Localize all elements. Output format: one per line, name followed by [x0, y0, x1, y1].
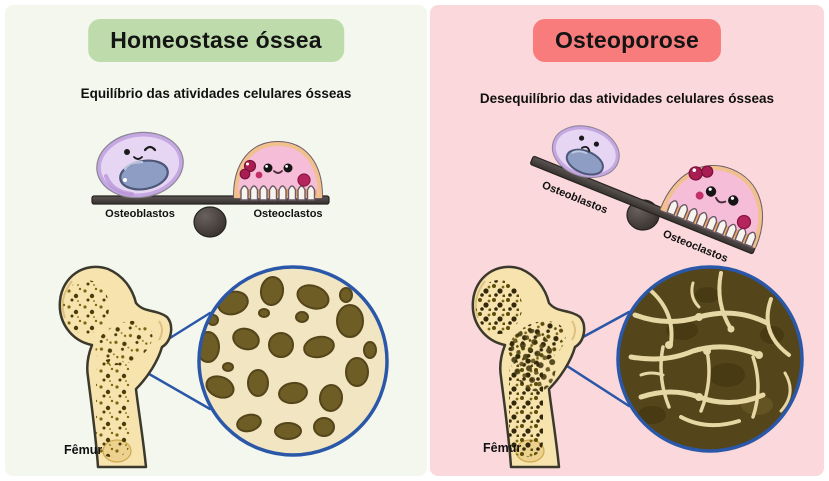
osteoclast-illustration-large — [660, 165, 763, 249]
osteoclast-illustration — [233, 141, 323, 201]
osteoclast-ruffled-border — [240, 185, 316, 201]
seesaw-beam — [530, 155, 756, 255]
osteoclast-cheek — [297, 173, 311, 187]
femur-label: Fêmur — [483, 441, 521, 455]
seesaw-fulcrum — [193, 206, 227, 238]
osteoclast-vesicle — [239, 168, 251, 180]
homeostase-subtitle: Equilíbrio das atividades celulares ósse… — [80, 86, 352, 101]
osteoporose-title-badge: Osteoporose — [532, 19, 722, 62]
seesaw-right-label: Osteoclastos — [253, 208, 322, 220]
magnifier-healthy-trabeculae — [197, 265, 389, 457]
osteoblast-wink-eye — [143, 145, 157, 152]
tilted-beam-group: Osteoblastos Osteoclastos — [530, 125, 763, 265]
homeostase-title-badge: Homeostase óssea — [88, 19, 344, 62]
osteoblast-eye — [593, 141, 600, 147]
osteoporose-subtitle: Desequilíbrio das atividades celulares ó… — [479, 91, 775, 106]
femur-osteoporotic — [471, 265, 586, 469]
osteoclast-smile — [715, 196, 727, 204]
magnifier-ring — [616, 265, 804, 453]
osteoclast-eye — [263, 163, 273, 173]
femur-label: Fêmur — [64, 443, 102, 457]
osteoclast-eye — [705, 186, 717, 197]
magnifier-ring — [197, 265, 389, 457]
panel-osteoporose: Osteoporose Desequilíbrio das atividades… — [430, 5, 824, 476]
osteoblast-illustration — [96, 131, 184, 199]
osteoclast-cheek — [736, 214, 752, 230]
osteoblast-smile — [133, 156, 143, 160]
osteoblast-eye — [124, 149, 130, 155]
osteoclast-vesicle — [688, 166, 703, 181]
femur-healthy — [58, 265, 173, 469]
panel-homeostase: Homeostase óssea Equilíbrio das atividad… — [5, 5, 427, 476]
tilted-seesaw-illustration: Osteoblastos Osteoclastos — [530, 125, 763, 265]
osteoblast-illustration-sad — [551, 125, 620, 178]
osteoporotic-bone-illustration: Fêmur — [471, 265, 804, 469]
osteoblast-eye — [578, 135, 585, 141]
osteoclast-eye — [283, 163, 293, 173]
osteoclast-cheek — [695, 191, 704, 200]
osteoclast-eye — [728, 195, 739, 206]
balanced-seesaw-illustration: Osteoblastos Osteoclastos — [91, 131, 330, 238]
osteoclast-vesicle — [701, 165, 714, 178]
osteoclast-cheek — [255, 171, 263, 179]
seesaw-left-label: Osteoblastos — [105, 208, 175, 220]
osteoblast-frown — [581, 146, 591, 152]
healthy-bone-illustration: Fêmur — [58, 265, 389, 469]
osteoblast-nucleus — [565, 148, 604, 176]
osteoclast-smile — [273, 170, 283, 174]
magnifier-porous-trabeculae — [616, 265, 804, 453]
